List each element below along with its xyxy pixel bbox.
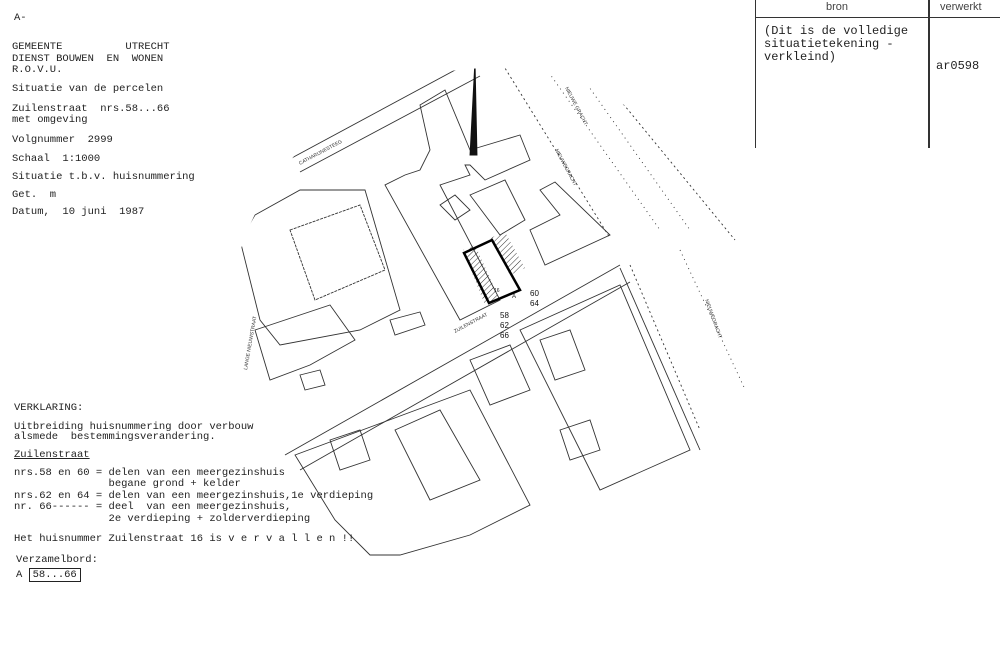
table-header-row <box>756 0 1000 18</box>
plot-letter: A <box>512 294 516 300</box>
legend-row: nrs.62 en 64 = delen van een meergezinsh… <box>14 490 374 502</box>
parcel-66: 66 <box>500 331 509 340</box>
legend-desc-2: alsmede bestemmingsverandering. <box>14 431 216 443</box>
sheet-letter: A- <box>14 12 27 24</box>
bron-line-1: (Dit is de volledige <box>764 24 909 38</box>
subject: Situatie van de percelen <box>12 83 164 95</box>
get: Get. m <box>12 189 57 201</box>
zuilenstraat-line <box>284 264 621 456</box>
parcel-64: 64 <box>530 299 539 308</box>
bron-line-3: verkleind) <box>764 50 837 64</box>
subject-plot <box>462 238 522 305</box>
legend-street: Zuilenstraat <box>14 449 90 461</box>
street-label-lange-nieuwstraat: LANGE NIEUWSTRAAT <box>243 316 258 371</box>
street-line <box>274 68 471 168</box>
volgnummer: Volgnummer 2999 <box>12 134 113 146</box>
verwerkt-value: ar0598 <box>936 59 980 73</box>
parcel-62: 62 <box>500 321 509 330</box>
legend-note: Het huisnummer Zuilenstraat 16 is v e r … <box>14 533 355 545</box>
bron-header: bron <box>826 1 849 13</box>
verwerkt-header: verwerkt <box>940 1 982 13</box>
north-arrow-icon <box>469 68 478 156</box>
schaal: Schaal 1:1000 <box>12 153 101 165</box>
parcel-60: 60 <box>530 289 539 298</box>
verzamelbord-prefix: A <box>16 569 23 581</box>
legend-row: nr. 66------ = deel van een meergezinshu… <box>14 501 292 513</box>
plot-number: 16 <box>494 288 500 294</box>
table-divider <box>928 0 930 148</box>
verzamelbord-value: 58...66 <box>28 568 81 582</box>
legend-row: begane grond + kelder <box>14 478 241 490</box>
purpose: Situatie t.b.v. huisnummering <box>12 171 195 183</box>
parcel-58: 58 <box>500 311 509 320</box>
legend-row: nrs.58 en 60 = delen van een meergezinsh… <box>14 467 285 479</box>
address-line-2: met omgeving <box>12 114 88 126</box>
bron-line-2: situatietekening - <box>764 37 894 51</box>
street-label-zuilenstraat: ZUILENSTRAAT <box>453 312 489 335</box>
verzamelbord-label: Verzamelbord: <box>16 554 98 566</box>
verzamelbord: A 58...66 <box>16 568 81 582</box>
street-label-nieuwe-gracht: NIEUWE GRACHT <box>563 86 588 126</box>
org-line-1: GEMEENTE UTRECHT <box>12 41 170 53</box>
street-label-nieuwegracht-1: NIEUWEGRACHT <box>553 148 578 187</box>
legend-row: 2e verdieping + zolderverdieping <box>14 513 311 525</box>
address-line-1: Zuilenstraat nrs.58...66 <box>12 103 170 115</box>
street-label-nieuwegracht-2: NIEUWEGRACHT <box>703 299 723 340</box>
source-table: bron verwerkt (Dit is de volledige situa… <box>755 0 1000 148</box>
legend-title: VERKLARING: <box>14 402 84 414</box>
org-line-2: DIENST BOUWEN EN WONEN <box>12 53 164 65</box>
datum: Datum, 10 juni 1987 <box>12 206 145 218</box>
org-line-3: R.O.V.U. <box>12 64 63 76</box>
legend-desc-1: Uitbreiding huisnummering door verbouw <box>14 421 254 433</box>
